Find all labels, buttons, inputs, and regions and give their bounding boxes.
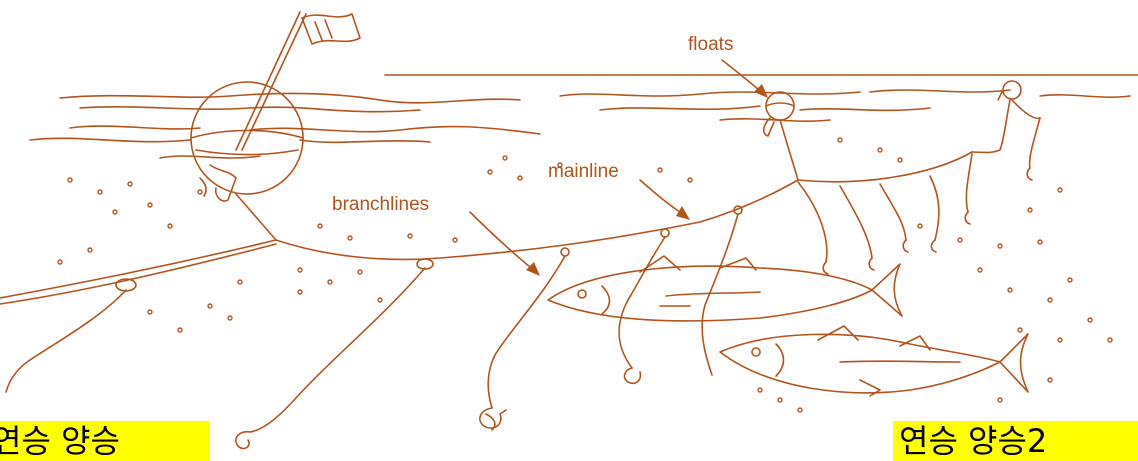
branchlines-arrow [470, 212, 536, 272]
float-1 [764, 92, 794, 136]
tuna-fish-1 [548, 256, 902, 321]
buoy-line [236, 194, 276, 240]
tuna-fish-2 [720, 326, 1028, 396]
mainline-tail [0, 244, 276, 304]
branchline-10 [966, 154, 972, 212]
branchline-2 [250, 268, 425, 432]
floats-label: floats [688, 34, 733, 55]
caption-right-highlight: 연승 양승2 [893, 421, 1138, 461]
branchline-4 [619, 237, 665, 368]
branchline-1 [30, 290, 126, 360]
mainline-label: mainline [548, 161, 619, 182]
float-line-1 [780, 120, 798, 180]
hooks [6, 168, 1032, 448]
branchline-11 [1030, 118, 1040, 168]
branchlines-label: branchlines [332, 194, 429, 215]
branchline-6 [798, 182, 827, 262]
branchline-3 [488, 256, 565, 408]
caption-left-highlight: 연승 양승 [0, 421, 210, 461]
mainline-clip-3 [561, 248, 569, 256]
mainline-arrow [640, 180, 686, 216]
float-line-2b [1012, 100, 1040, 118]
surface-ripples [30, 90, 1130, 158]
float-line-2 [972, 100, 1010, 153]
marker-buoy [191, 82, 303, 201]
branchline-8 [880, 184, 906, 240]
branchlines-arrowhead [526, 262, 540, 276]
floats-arrowhead [754, 84, 768, 98]
mainline-clip-4 [661, 229, 669, 237]
branchline-5 [702, 214, 738, 375]
branchline-7 [840, 186, 872, 258]
mainline-arrowhead [676, 206, 690, 220]
branchline-9 [930, 176, 939, 240]
